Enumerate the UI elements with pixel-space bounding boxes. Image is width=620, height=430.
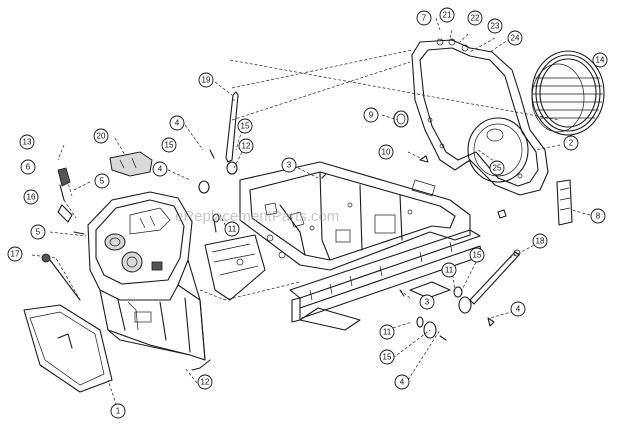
callout-3-b: 3 [419, 294, 435, 310]
coil-drum-part [531, 50, 605, 136]
callout-16: 16 [23, 189, 39, 205]
hardware-parts [198, 149, 507, 341]
bracket-strip-part [556, 179, 573, 226]
callout-15-b: 15 [161, 137, 177, 153]
callout-4-a: 4 [169, 115, 185, 131]
callout-1: 1 [110, 403, 126, 419]
callout-4-c: 4 [510, 301, 526, 317]
svg-text:25: 25 [493, 164, 502, 173]
svg-text:5: 5 [100, 177, 105, 186]
svg-text:23: 23 [491, 22, 500, 31]
svg-text:19: 19 [202, 76, 211, 85]
svg-text:4: 4 [400, 378, 405, 387]
svg-text:11: 11 [383, 328, 392, 337]
dashboard-console-part [41, 167, 211, 371]
callout-2: 2 [563, 135, 579, 151]
callout-11-c: 11 [379, 324, 395, 340]
svg-text:15: 15 [241, 122, 250, 131]
cap-part [393, 110, 409, 128]
svg-text:15: 15 [165, 141, 174, 150]
callout-21: 21 [439, 7, 455, 23]
callout-11-a: 11 [224, 221, 240, 237]
callout-9: 9 [363, 107, 379, 123]
callout-5-b: 5 [30, 224, 46, 240]
svg-text:3: 3 [287, 161, 292, 170]
callout-14: 14 [592, 52, 608, 68]
side-plate-part [204, 234, 266, 301]
callout-4-d: 4 [394, 374, 410, 390]
svg-text:8: 8 [596, 212, 601, 221]
callout-19: 19 [198, 72, 214, 88]
svg-text:10: 10 [382, 148, 391, 157]
callout-17: 17 [7, 246, 23, 262]
svg-text:17: 17 [11, 250, 20, 259]
svg-text:14: 14 [596, 56, 605, 65]
svg-text:5: 5 [36, 228, 41, 237]
callout-7: 7 [416, 10, 432, 26]
callout-6: 6 [20, 159, 36, 175]
callout-5-a: 5 [94, 173, 110, 189]
rear-panel-part [411, 38, 549, 196]
svg-text:18: 18 [536, 237, 545, 246]
svg-text:4: 4 [158, 165, 163, 174]
svg-text:24: 24 [511, 34, 520, 43]
svg-text:4: 4 [516, 305, 521, 314]
svg-text:1: 1 [116, 407, 121, 416]
callout-10: 10 [378, 144, 394, 160]
callout-12-b: 12 [197, 374, 213, 390]
main-frame-part [239, 161, 471, 271]
svg-text:12: 12 [242, 142, 251, 151]
svg-text:11: 11 [445, 266, 454, 275]
svg-text:15: 15 [473, 251, 482, 260]
callout-8: 8 [590, 208, 606, 224]
svg-text:20: 20 [97, 132, 106, 141]
svg-text:13: 13 [23, 138, 32, 147]
callout-3-a: 3 [281, 157, 297, 173]
svg-text:11: 11 [228, 225, 237, 234]
callout-25: 25 [489, 160, 505, 176]
front-shield-part [23, 304, 113, 393]
trim-piece-part [109, 151, 153, 177]
callout-15-a: 15 [237, 118, 253, 134]
callout-4-b: 4 [152, 161, 168, 177]
svg-text:12: 12 [201, 378, 210, 387]
svg-text:9: 9 [369, 111, 374, 120]
callout-13: 13 [19, 134, 35, 150]
callout-15-c: 15 [469, 247, 485, 263]
callout-11-b: 11 [441, 262, 457, 278]
svg-text:6: 6 [26, 163, 31, 172]
leader-lines [31, 17, 591, 411]
callout-22: 22 [467, 10, 483, 26]
svg-text:15: 15 [383, 353, 392, 362]
callout-12-a: 12 [238, 138, 254, 154]
callout-24: 24 [507, 30, 523, 46]
rod-part [225, 91, 239, 163]
svg-text:16: 16 [27, 193, 36, 202]
callout-15-d: 15 [379, 349, 395, 365]
svg-text:21: 21 [443, 11, 452, 20]
svg-text:2: 2 [569, 139, 574, 148]
callout-23: 23 [487, 18, 503, 34]
svg-text:7: 7 [422, 14, 427, 23]
callout-20: 20 [93, 128, 109, 144]
shaft-part [469, 249, 521, 305]
svg-text:3: 3 [425, 298, 430, 307]
callout-18: 18 [532, 233, 548, 249]
watermark-text: eReplacementParts.com [175, 208, 339, 225]
svg-text:22: 22 [471, 14, 480, 23]
svg-text:4: 4 [175, 119, 180, 128]
